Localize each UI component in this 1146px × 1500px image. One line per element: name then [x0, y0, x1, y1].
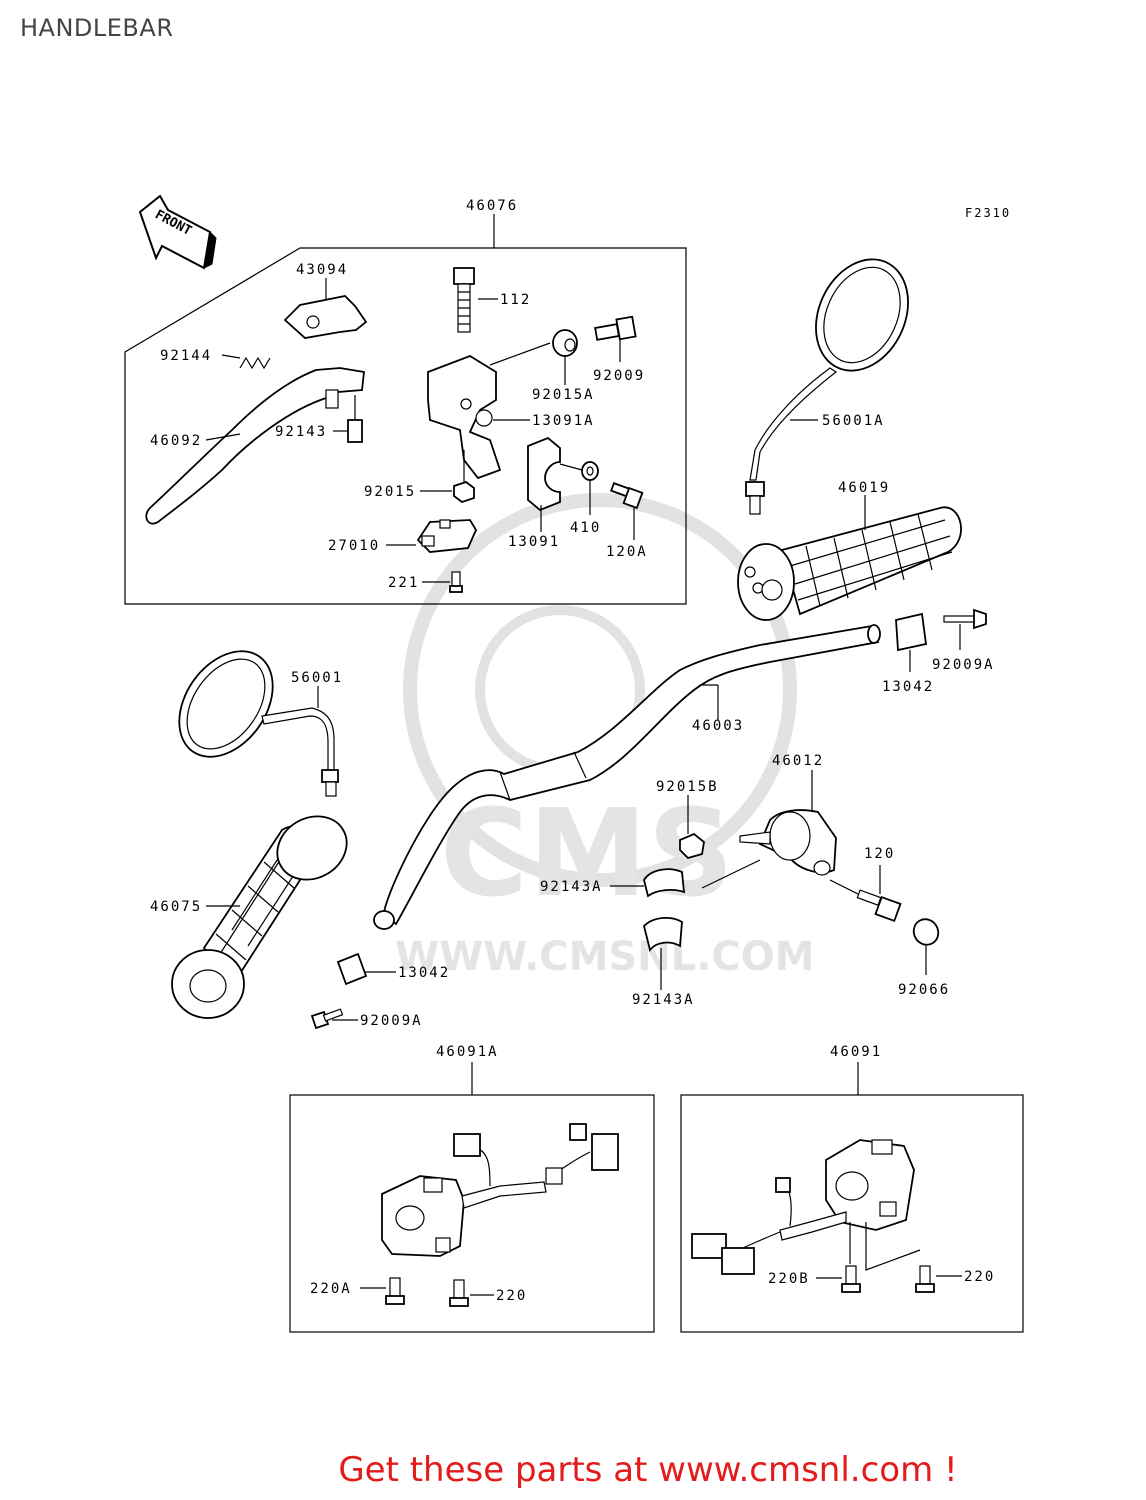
left-grip-46075	[171, 815, 348, 1019]
figure-code: F2310	[965, 206, 1011, 220]
label-92009A-left: 92009A	[360, 1013, 423, 1029]
label-46012: 46012	[772, 753, 824, 769]
screw-221	[449, 571, 463, 593]
screw-220B	[841, 1265, 861, 1293]
bolt-112	[453, 267, 475, 333]
label-120A: 120A	[606, 544, 648, 560]
switch-housing-left	[381, 1123, 619, 1257]
label-13091: 13091	[508, 534, 560, 550]
nut-92015B	[679, 832, 705, 860]
label-43094: 43094	[296, 262, 348, 278]
label-220B: 220B	[768, 1271, 810, 1287]
label-46076: 46076	[466, 198, 518, 214]
watermark-url: WWW.CMSNL.COM	[395, 934, 815, 980]
label-46003: 46003	[692, 718, 744, 734]
lever-assembly-box	[124, 247, 687, 605]
label-92143: 92143	[275, 424, 327, 440]
label-220A: 220A	[310, 1281, 352, 1297]
screw-220-right	[915, 1265, 935, 1293]
label-112: 112	[500, 292, 531, 308]
collar-92143A-bottom	[643, 917, 683, 953]
page-title: HANDLEBAR	[20, 14, 174, 42]
left-mirror-56001	[178, 650, 339, 797]
right-grip-46019	[737, 506, 962, 621]
lever-bracket-43094	[283, 295, 368, 339]
nut-92015	[453, 480, 475, 504]
label-46019: 46019	[838, 480, 890, 496]
label-46091: 46091	[830, 1044, 882, 1060]
weight-13042-right	[895, 612, 928, 652]
label-92015: 92015	[364, 484, 416, 500]
screw-220A	[385, 1277, 405, 1305]
label-13042-left: 13042	[398, 965, 450, 981]
cap-92066	[912, 918, 940, 946]
front-arrow-icon: FRONT	[138, 194, 217, 270]
spring-92144	[239, 356, 271, 370]
label-46092: 46092	[150, 433, 202, 449]
label-410: 410	[570, 520, 601, 536]
label-92066: 92066	[898, 982, 950, 998]
switch-housing-right	[691, 1139, 921, 1275]
screw-220-left	[449, 1279, 469, 1307]
label-92143A-bottom: 92143A	[632, 992, 695, 1008]
label-220-left: 220	[496, 1288, 527, 1304]
right-mirror-56001A	[745, 258, 909, 515]
weight-13042-left	[336, 952, 368, 986]
switch-27010	[416, 519, 478, 553]
parts-diagram: CMS WWW.CMSNL.COM F2310 FRONT 46076 4309…	[124, 194, 1024, 1333]
washer-410	[581, 461, 599, 481]
label-92144: 92144	[160, 348, 212, 364]
label-92009A-right: 92009A	[932, 657, 995, 673]
label-56001: 56001	[291, 670, 343, 686]
label-46091A: 46091A	[436, 1044, 499, 1060]
label-92009: 92009	[593, 368, 645, 384]
lever-holder-13091A	[427, 355, 502, 480]
label-46075: 46075	[150, 899, 202, 915]
label-56001A: 56001A	[822, 413, 885, 429]
collar-92143A-top	[643, 868, 686, 898]
clamp-13091	[527, 436, 561, 512]
bolt-120	[856, 889, 902, 923]
label-220-right: 220	[964, 1269, 995, 1285]
throttle-housing-46012	[739, 809, 837, 876]
footer-link[interactable]: Get these parts at www.cmsnl.com !	[338, 1450, 958, 1490]
label-13091A: 13091A	[532, 413, 595, 429]
label-92015A: 92015A	[532, 387, 595, 403]
label-92015B: 92015B	[656, 779, 719, 795]
switch-box-46091	[680, 1094, 1024, 1333]
screw-92009A-right	[943, 608, 987, 630]
screw-92009	[594, 315, 637, 341]
nut-92015A	[552, 329, 578, 357]
screw-92009A-left	[310, 1008, 344, 1030]
footer-promo[interactable]: Get these parts at www.cmsnl.com !	[0, 1450, 1146, 1490]
collar-92143	[347, 419, 363, 443]
label-92143A-top: 92143A	[540, 879, 603, 895]
label-27010: 27010	[328, 538, 380, 554]
label-221: 221	[388, 575, 419, 591]
handlebar-46003	[373, 624, 881, 930]
label-120: 120	[864, 846, 895, 862]
clutch-lever-46092	[145, 367, 365, 525]
bolt-120A	[610, 482, 644, 510]
label-13042-right: 13042	[882, 679, 934, 695]
